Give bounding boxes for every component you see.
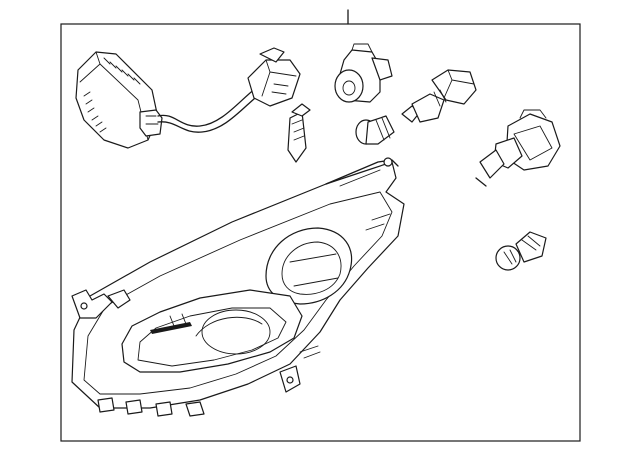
hid-bulb[interactable] xyxy=(475,109,561,187)
turn-signal-bulb[interactable] xyxy=(355,115,395,145)
wedge-bulb-small[interactable] xyxy=(287,103,311,163)
bulb-socket[interactable] xyxy=(334,43,393,103)
headlamp-assembly[interactable] xyxy=(71,157,405,417)
socket-with-bulb[interactable] xyxy=(401,69,477,123)
igniter-harness[interactable] xyxy=(157,47,301,133)
side-marker-bulb[interactable] xyxy=(495,231,547,271)
diagram-frame xyxy=(60,23,581,442)
ballast-module[interactable] xyxy=(75,51,163,149)
